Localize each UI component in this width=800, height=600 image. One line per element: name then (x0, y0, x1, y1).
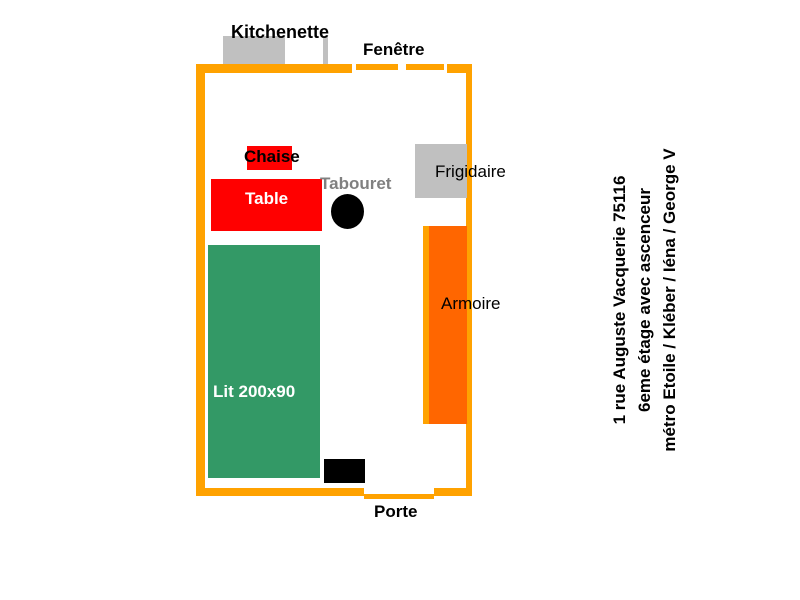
chaise-block (247, 146, 292, 170)
wall-bottom-left (196, 488, 364, 496)
frigidaire-block (415, 144, 467, 198)
armoire-label: Armoire (441, 294, 501, 313)
door-threshold (364, 494, 434, 499)
address-line-1: 1 rue Auguste Vacquerie 75116 (610, 175, 629, 425)
address-metro-etoile: Etoile (660, 353, 679, 400)
lit-label: Lit 200x90 (213, 382, 296, 401)
tabouret-label: Tabouret (320, 174, 392, 193)
kitchenette-label: Kitchenette (231, 22, 330, 42)
table-label: Table (245, 189, 289, 208)
porte-label: Porte (374, 502, 418, 521)
tabouret-shape (331, 194, 364, 229)
table-block (211, 179, 322, 231)
wall-top-right (447, 64, 472, 73)
frigidaire-label: Frigidaire (435, 162, 506, 181)
chaise-label: Chaise (244, 147, 300, 166)
window-segment (356, 64, 398, 70)
lit-block (208, 245, 320, 478)
address-line-2: 6eme étage avec ascenceur (635, 188, 654, 412)
kitchenette-edge (323, 36, 328, 64)
kitchenette-counter (223, 36, 285, 64)
fenetre-label: Fenêtre (363, 40, 425, 59)
address-metro-prefix: métro (660, 399, 679, 452)
wall-left (196, 64, 205, 496)
black-object (324, 459, 365, 483)
address-block: 1 rue Auguste Vacquerie 75116 6eme étage… (610, 120, 686, 480)
window-segment (406, 64, 444, 70)
address-line-3: métro Etoile / Kléber / Iéna / George V (660, 120, 680, 480)
wall-top-left (196, 64, 352, 73)
address-metro-rest: / Kléber / Iéna / George V (660, 148, 679, 354)
wall-right (466, 64, 472, 496)
armoire-block (423, 226, 467, 424)
wall-bottom-right (434, 488, 472, 496)
